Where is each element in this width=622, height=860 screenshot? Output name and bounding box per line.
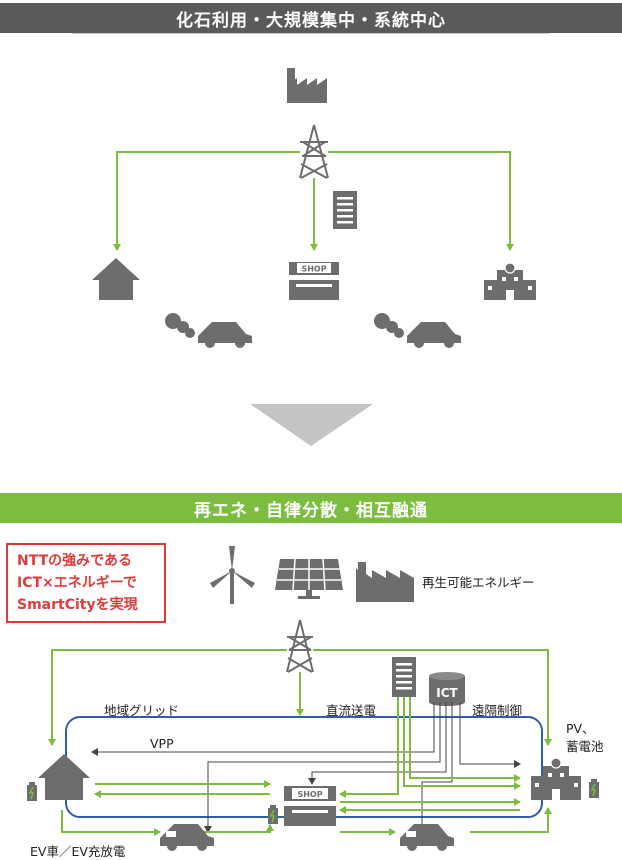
top-power-tower-icon: [299, 124, 329, 179]
callout-line-3: SmartCityを実現: [17, 597, 138, 613]
battery-label: 蓄電池: [566, 739, 604, 754]
callout-line-1: NTTの強みである: [17, 553, 132, 569]
bottom-building-icon: [531, 757, 581, 800]
top-shop-icon: SHOP: [289, 262, 339, 300]
top-house-icon: [92, 258, 140, 300]
bottom-power-tower-icon: [286, 619, 314, 673]
bottom-shop-label: SHOP: [297, 790, 322, 799]
local-grid-label: 地域グリッド: [104, 703, 180, 718]
top-section-title: 化石利用・大規模集中・系統中心: [0, 3, 622, 33]
house-battery-icon: [27, 782, 37, 801]
ict-label: ICT: [436, 686, 458, 700]
top-distribution-lines: [113, 151, 514, 251]
callout-line-2: ICT×エネルギーで: [17, 575, 137, 591]
outer-supply-lines: [48, 649, 552, 746]
dc-power-lines: [339, 697, 521, 798]
top-building-icon: [484, 262, 536, 300]
ict-cylinder-icon: ICT: [429, 672, 465, 706]
bottom-house-icon: [38, 754, 90, 800]
top-server-icon: [333, 191, 357, 229]
bottom-shop-icon: SHOP: [284, 786, 336, 826]
wind-turbine-icon: [210, 546, 255, 604]
ev-car-left-icon: [160, 824, 214, 851]
remote-control-lines: [91, 702, 521, 833]
top-car-left-icon: [198, 322, 252, 348]
shop-battery-icon: [268, 805, 278, 824]
transition-arrow: [250, 404, 373, 446]
top-factory-icon: [287, 68, 327, 103]
vpp-label: VPP: [150, 736, 174, 751]
solar-panel-icon: [275, 558, 343, 599]
pv-label: PV、: [566, 721, 595, 736]
top-car-right-icon: [407, 322, 461, 348]
dc-transmission-label: 直流送電: [326, 703, 377, 718]
renewables-label: 再生可能エネルギー: [422, 575, 535, 590]
ev-charging-label: EV車／EV充放電: [30, 844, 126, 859]
renewable-factory-icon: [356, 562, 414, 602]
ev-car-right-icon: [400, 824, 454, 851]
bottom-section-title: 再エネ・自律分散・相互融通: [0, 493, 622, 523]
top-exhaust-smoke-right-icon: [374, 313, 404, 338]
top-shop-label: SHOP: [301, 265, 326, 274]
bottom-server-icon: [392, 657, 416, 697]
top-exhaust-smoke-left-icon: [165, 313, 195, 338]
ntt-strength-callout: NTTの強みである ICT×エネルギーで SmartCityを実現: [6, 543, 166, 623]
building-battery-icon: [589, 779, 599, 798]
top-title-underline: [72, 33, 550, 34]
remote-control-label: 遠隔制御: [472, 703, 523, 718]
